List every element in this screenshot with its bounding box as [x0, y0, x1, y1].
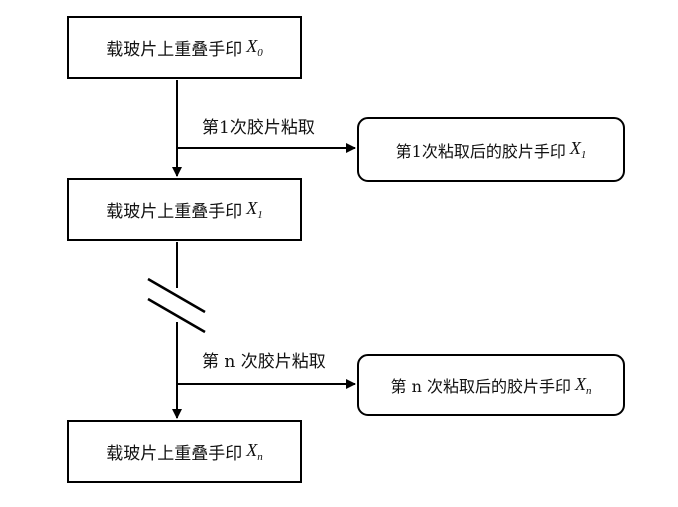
stepn-label: 第 n 次胶片粘取 [202, 352, 326, 372]
tape-print-xn-var: Xn [574, 373, 592, 397]
slide-print-xn-text: 载玻片上重叠手印 [106, 444, 243, 464]
tape-print-xn-text: 第 n 次粘取后的胶片手印 [390, 377, 571, 396]
break-mark-1 [147, 277, 206, 314]
step1-label: 第1次胶片粘取 [202, 118, 315, 138]
slide-print-x0-text: 载玻片上重叠手印 [106, 40, 243, 60]
slide-print-x1-text: 载玻片上重叠手印 [106, 202, 243, 222]
tape-print-x1-text: 第1次粘取后的胶片手印 [395, 141, 566, 161]
break-mark-2 [147, 297, 206, 334]
tape-print-x1-var: X1 [569, 138, 587, 161]
slide-print-x1-var: X1 [246, 198, 263, 221]
slide-print-x0-var: X0 [246, 36, 263, 59]
slide-print-xn-var: Xn [246, 440, 263, 463]
